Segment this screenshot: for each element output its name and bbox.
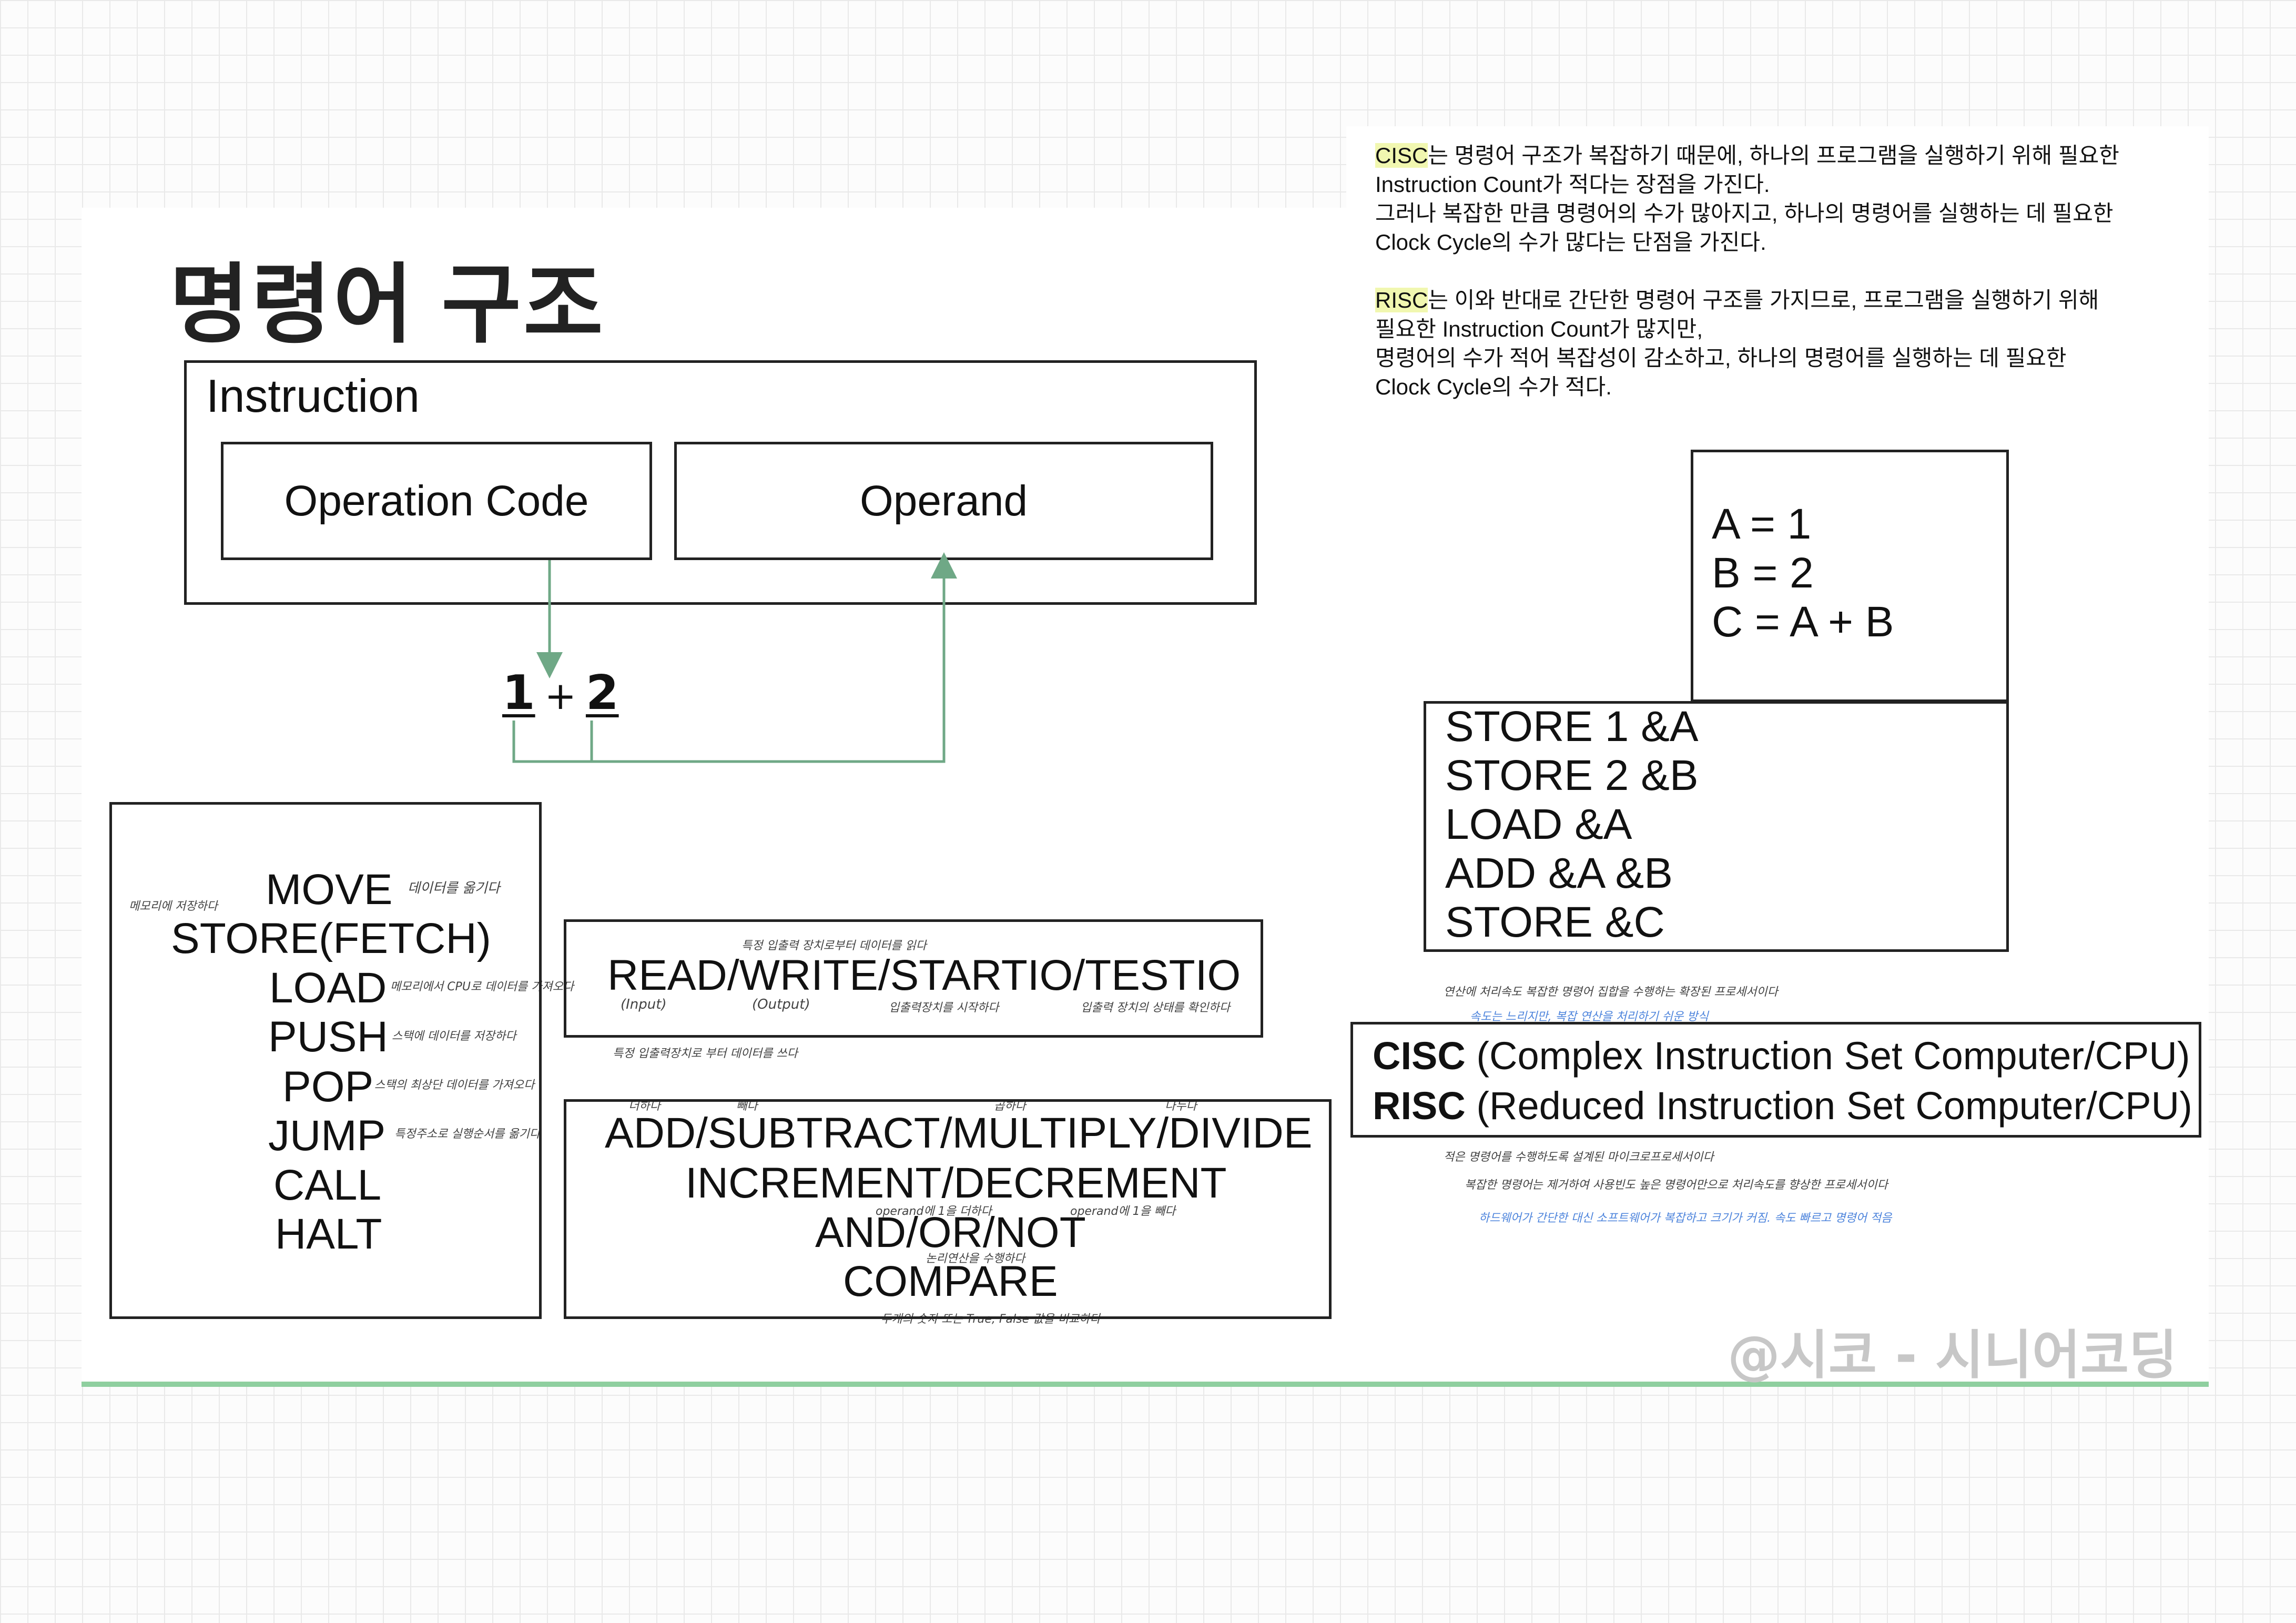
io-ops-box	[564, 919, 1263, 1038]
hand-decrement: operand에 1을 빼다	[1070, 1205, 1176, 1218]
page-title: 명령어 구조	[169, 256, 605, 353]
architecture-list: CISC (Complex Instruction Set Computer/C…	[1373, 1031, 2192, 1131]
expr-operand-a: 1	[502, 665, 535, 721]
note-line: 그러나 복잡한 만큼 명령어의 수가 많아지고, 하나의 명령어를 실행하는 데…	[1375, 201, 2114, 226]
hand-risc-2: 복잡한 명령어는 제거하여 사용빈도 높은 명령어만으로 처리속도를 향상한 프…	[1465, 1179, 1888, 1192]
op-logic: AND/OR/NOT	[815, 1209, 1086, 1256]
note-line: Instruction Count가 적다는 장점을 가진다.	[1375, 172, 1770, 197]
instruction-label: Instruction	[206, 370, 420, 422]
slide-background	[82, 208, 2209, 1386]
op-halt: HALT	[275, 1210, 382, 1258]
instruction-box	[184, 360, 1257, 605]
hand-cisc-1: 연산에 처리속도 복잡한 명령어 집합을 수행하는 확장된 프로세서이다	[1444, 986, 1778, 999]
hand-compare: 두개의 숫자 또는 True, False 값을 비교하다	[881, 1313, 1101, 1326]
hand-risc-3: 하드웨어가 간단한 대신 소프트웨어가 복잡하고 크기가 커짐. 속도 빠르고 …	[1479, 1212, 1892, 1225]
hand-add: 더하다	[628, 1100, 661, 1113]
example-expression: 1+2	[502, 665, 619, 721]
hand-multiply: 곱하다	[994, 1100, 1026, 1113]
cisc-risc-notes: CISC는 명령어 구조가 복잡하기 때문에, 하나의 프로그램을 실행하기 위…	[1375, 141, 2196, 401]
op-store: STORE(FETCH)	[171, 915, 491, 962]
hand-store: 메모리에 저장하다	[129, 900, 218, 913]
footer-divider	[82, 1382, 2209, 1387]
op-load: LOAD	[269, 964, 387, 1012]
note-line: CISC는 명령어 구조가 복잡하기 때문에, 하나의 프로그램을 실행하기 위…	[1375, 143, 2119, 168]
note-line: RISC는 이와 반대로 간단한 명령어 구조를 가지므로, 프로그램을 실행하…	[1375, 288, 2099, 312]
hand-move: 데이터를 옮기다	[408, 880, 500, 896]
op-move: MOVE	[266, 866, 393, 914]
expr-operand-b: 2	[585, 665, 619, 721]
hand-jump: 특정주소로 실행순서를 옮기다	[394, 1128, 541, 1141]
risc-row: RISC (Reduced Instruction Set Computer/C…	[1373, 1084, 2192, 1128]
hand-startio: 입출력장치를 시작하다	[889, 1001, 999, 1015]
hand-output: (Output)	[752, 997, 810, 1012]
expr-operator: +	[544, 674, 576, 718]
cisc-keyword: CISC	[1375, 143, 1428, 168]
op-call: CALL	[273, 1161, 382, 1209]
op-pop: POP	[282, 1063, 374, 1111]
hand-cisc-2: 속도는 느리지만, 복잡 연산을 처리하기 쉬운 방식	[1470, 1010, 1709, 1023]
cisc-row: CISC (Complex Instruction Set Computer/C…	[1373, 1034, 2190, 1078]
hand-load: 메모리에서 CPU로 데이터를 가져오다	[390, 980, 574, 993]
assembly-box	[1424, 701, 2009, 952]
hand-logic: 논리연산을 수행하다	[926, 1252, 1025, 1265]
op-compare: COMPARE	[843, 1257, 1058, 1305]
note-line: 명령어의 수가 적어 복잡성이 감소하고, 하나의 명령어를 실행하는 데 필요…	[1375, 346, 2067, 370]
op-jump: JUMP	[268, 1112, 386, 1160]
watermark: @시코 - 시니어코딩	[1728, 1324, 2178, 1386]
op-push: PUSH	[268, 1013, 388, 1061]
hand-push: 스택에 데이터를 저장하다	[392, 1030, 516, 1043]
note-line: Clock Cycle의 수가 적다.	[1375, 374, 1612, 399]
hand-pop: 스택의 최상단 데이터를 가져오다	[374, 1079, 535, 1092]
hand-divide: 나누다	[1165, 1100, 1197, 1113]
operand-arrow	[512, 552, 957, 763]
hand-input: (Input)	[621, 997, 667, 1012]
operand-label: Operand	[859, 476, 1028, 525]
op-incdec: INCREMENT/DECREMENT	[685, 1159, 1227, 1207]
op-io: READ/WRITE/STARTIO/TESTIO	[607, 951, 1241, 999]
variables-box	[1691, 450, 2009, 702]
hand-read: 특정 입출력 장치로부터 데이터를 읽다	[741, 939, 927, 952]
note-line: Clock Cycle의 수가 많다는 단점을 가진다.	[1375, 230, 1766, 255]
basic-ops-box	[109, 802, 542, 1319]
hand-write: 특정 입출력장치로 부터 데이터를 쓰다	[613, 1047, 798, 1060]
opcode-box: Operation Code	[221, 442, 652, 560]
hand-risc-1: 적은 명령어를 수행하도록 설계된 마이크로프로세서이다	[1444, 1151, 1714, 1164]
op-arith: ADD/SUBTRACT/MULTIPLY/DIVIDE	[605, 1109, 1313, 1157]
opcode-label: Operation Code	[284, 476, 589, 525]
hand-increment: operand에 1을 더하다	[876, 1205, 992, 1218]
architecture-box	[1350, 1022, 2201, 1138]
hand-subtract: 빼다	[736, 1100, 758, 1113]
alu-ops-box	[564, 1099, 1332, 1319]
note-line: 필요한 Instruction Count가 많지만,	[1375, 317, 1703, 341]
risc-keyword: RISC	[1375, 288, 1428, 312]
hand-testio: 입출력 장치의 상태를 확인하다	[1081, 1001, 1231, 1015]
